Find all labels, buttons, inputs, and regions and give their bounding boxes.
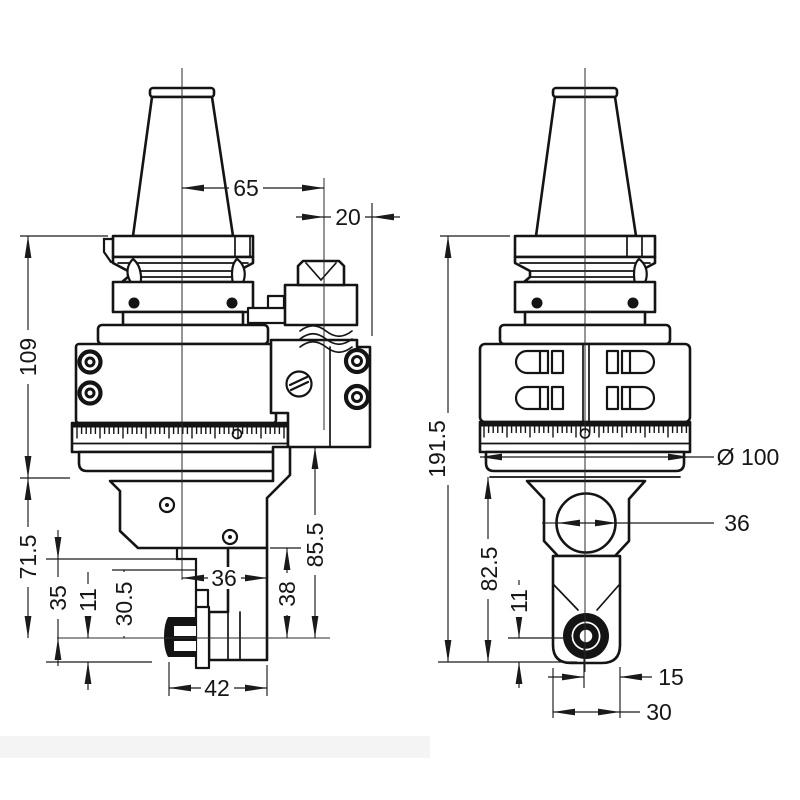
dim-11-front: 11 xyxy=(506,580,572,688)
dim-label-15: 15 xyxy=(658,664,684,690)
dim-label-65: 65 xyxy=(233,175,259,201)
dim-label-71-5: 71.5 xyxy=(15,535,41,580)
taper-shank xyxy=(131,86,235,238)
dim-36-side: 36 xyxy=(182,565,267,591)
dim-30-5: 30.5 xyxy=(111,569,196,638)
clamp-block xyxy=(269,338,372,449)
dim-label-42: 42 xyxy=(204,675,230,701)
side-view xyxy=(57,68,372,670)
dim-38: 38 xyxy=(270,547,301,638)
dimensions-side-view: 65 20 109 71.5 xyxy=(15,175,400,701)
graduated-ring xyxy=(70,421,290,473)
front-view xyxy=(478,68,692,672)
dim-label-11-front: 11 xyxy=(506,589,532,613)
dim-20: 20 xyxy=(296,203,400,336)
watermark-band xyxy=(0,736,430,758)
dim-dia-100: Ø 100 xyxy=(480,444,779,470)
dim-label-191-5: 191.5 xyxy=(424,420,450,478)
dim-42: 42 xyxy=(168,662,268,701)
dim-191-5: 191.5 xyxy=(424,235,577,663)
dim-109: 109 xyxy=(15,235,108,479)
dim-label-36-side: 36 xyxy=(211,565,237,591)
side-spindle xyxy=(246,259,359,354)
dim-82-5: 82.5 xyxy=(476,477,502,662)
dimensions-front-view: 191.5 Ø 100 36 82.5 xyxy=(424,235,779,725)
dim-label-85-5: 85.5 xyxy=(302,523,328,568)
dim-label-30: 30 xyxy=(646,699,672,725)
dim-label-36-front: 36 xyxy=(724,510,750,536)
dim-label-30-5: 30.5 xyxy=(111,582,137,627)
dim-85-5: 85.5 xyxy=(302,447,328,638)
dim-label-38: 38 xyxy=(274,581,300,607)
output-arm xyxy=(551,554,622,665)
dim-label-dia-100: Ø 100 xyxy=(717,444,780,470)
flange xyxy=(102,234,255,314)
dim-35: 35 xyxy=(45,530,177,666)
dim-11-side: 11 xyxy=(46,572,152,690)
dim-label-35: 35 xyxy=(45,585,71,611)
dim-71-5: 71.5 xyxy=(15,478,41,638)
taper-shank-front xyxy=(534,86,638,238)
top-cap xyxy=(96,323,270,346)
bottom-bracket xyxy=(525,479,647,558)
main-body xyxy=(74,342,278,425)
dim-30: 30 xyxy=(552,668,672,725)
dim-36-front: 36 xyxy=(542,510,750,536)
dim-label-11-side: 11 xyxy=(75,588,101,612)
dim-label-20: 20 xyxy=(335,204,361,230)
dim-15: 15 xyxy=(548,648,684,690)
neck-step xyxy=(121,310,245,327)
dim-label-109: 109 xyxy=(15,338,41,376)
dim-label-82-5: 82.5 xyxy=(476,547,502,592)
dim-65: 65 xyxy=(182,175,324,201)
